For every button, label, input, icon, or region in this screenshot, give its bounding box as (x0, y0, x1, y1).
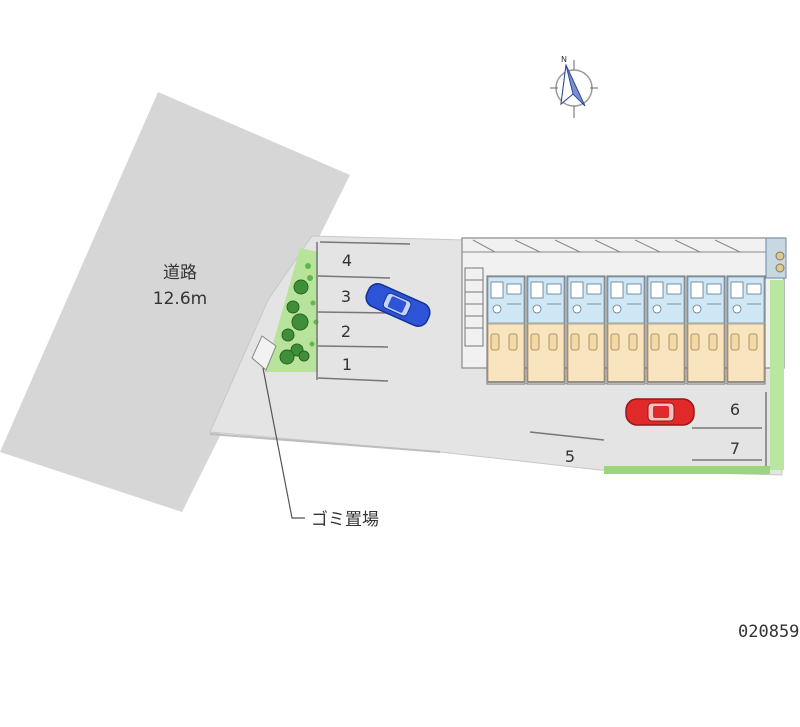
lot-front-edge (209, 433, 441, 453)
parking-lines-left (316, 241, 411, 382)
parking-space-7: 7 (730, 439, 740, 458)
parking-space-2: 2 (341, 322, 351, 341)
stair-block (464, 267, 484, 347)
road-name: 道路 (163, 263, 197, 283)
garbage-area (251, 335, 277, 371)
right-greenery (770, 280, 784, 470)
apartment-unit (526, 275, 566, 385)
garbage-leader-line (262, 367, 305, 519)
north-compass-icon: N (550, 55, 598, 118)
apartment-unit (726, 275, 766, 385)
apartment-unit (606, 275, 646, 385)
roof-eaves (462, 239, 770, 253)
parking-space-1: 1 (342, 355, 352, 374)
apartment-unit (646, 275, 686, 385)
apartment-unit (486, 275, 526, 385)
parking-space-5: 5 (565, 447, 575, 466)
shrubs (279, 279, 310, 365)
red-car-icon (625, 398, 695, 426)
blue-car-icon (365, 283, 431, 327)
apartment-unit (686, 275, 726, 385)
compass-letter: N (561, 55, 567, 64)
parking-space-3: 3 (341, 287, 351, 306)
road-area (0, 92, 350, 512)
parking-lines-right (529, 392, 767, 466)
parking-space-6: 6 (730, 400, 740, 419)
garbage-label: ゴミ置場 (311, 509, 379, 530)
apartment-unit (566, 275, 606, 385)
apartment-units (486, 275, 766, 385)
road-width: 12.6m (153, 289, 207, 309)
water-meter-icon (775, 251, 785, 273)
parking-space-4: 4 (342, 251, 352, 270)
hedge-strip (604, 466, 770, 474)
property-code: 020859 (738, 622, 800, 642)
